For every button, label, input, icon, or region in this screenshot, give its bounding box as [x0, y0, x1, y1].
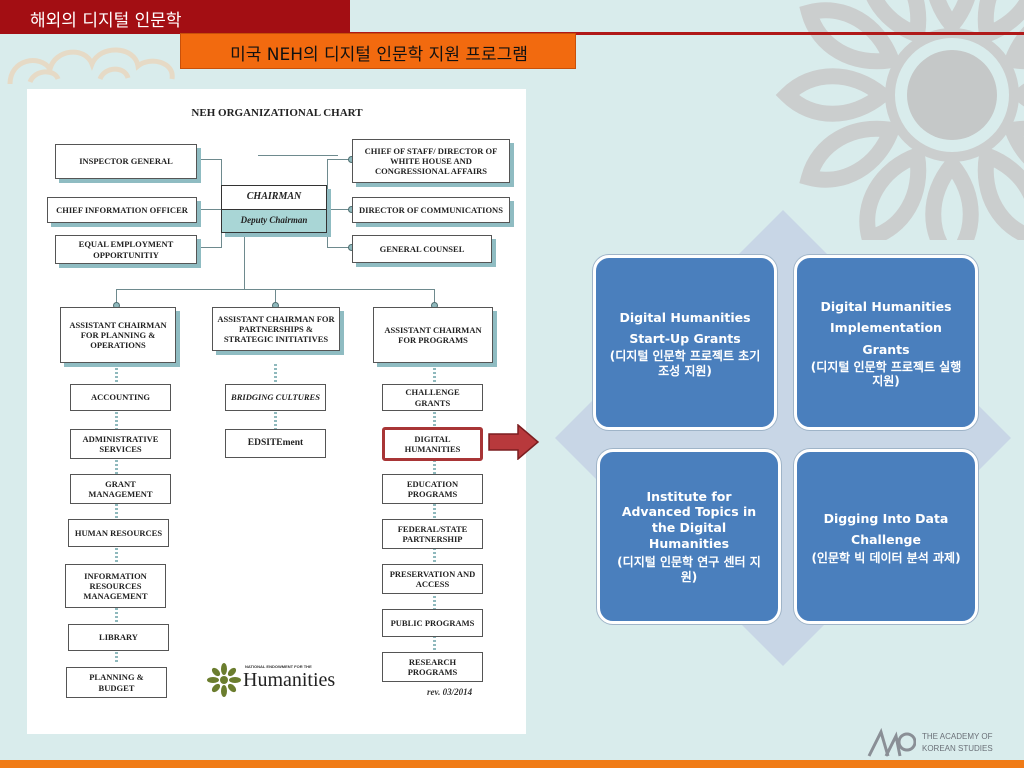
program-institute-title: Institute for Advanced Topics in the Dig…: [621, 488, 757, 551]
assistant-partnerships: ASSISTANT CHAIRMAN FOR PARTNERSHIPS & ST…: [212, 307, 340, 351]
unit-bridging-cultures: BRIDGING CULTURES: [225, 384, 326, 411]
section-header-bar: 해외의 디지털 인문학: [0, 0, 350, 34]
unit-administrative-services: ADMINISTRATIVE SERVICES: [70, 429, 171, 459]
unit-accounting: ACCOUNTING: [70, 384, 171, 411]
program-institute-korean: (디지털 인문학 연구 센터 지원): [617, 555, 761, 584]
program-implementation-title: Digital Humanities Implementation Grants: [820, 299, 952, 357]
office-chief-of-staff: CHIEF OF STAFF/ DIRECTOR OF WHITE HOUSE …: [352, 139, 510, 183]
neh-logo: NATIONAL ENDOWMENT FOR THE Humanities: [207, 661, 347, 701]
unit-grant-management: GRANT MANAGEMENT: [70, 474, 171, 504]
unit-human-resources: HUMAN RESOURCES: [68, 519, 169, 547]
bottom-bar: [0, 760, 1024, 768]
aks-logo: THE ACADEMY OF KOREAN STUDIES: [866, 728, 1016, 758]
unit-federal-state-partnership: FEDERAL/STATE PARTNERSHIP: [382, 519, 483, 549]
unit-library: LIBRARY: [68, 624, 169, 651]
office-general-counsel: GENERAL COUNSEL: [352, 235, 492, 263]
flower-ornament: [775, 0, 1024, 240]
unit-public-programs: PUBLIC PROGRAMS: [382, 609, 483, 637]
program-card-institute: Institute for Advanced Topics in the Dig…: [597, 449, 781, 624]
section-title: 해외의 디지털 인문학: [30, 11, 182, 31]
neh-leaf-icon: [207, 663, 241, 697]
org-chart-panel: NEH ORGANIZATIONAL CHART INSPECTOR GENER…: [27, 89, 526, 734]
assistant-planning-operations: ASSISTANT CHAIRMAN FOR PLANNING & OPERAT…: [60, 307, 176, 363]
unit-education-programs: EDUCATION PROGRAMS: [382, 474, 483, 504]
program-card-implementation: Digital Humanities Implementation Grants…: [794, 255, 978, 430]
unit-preservation-access: PRESERVATION AND ACCESS: [382, 564, 483, 594]
program-startup-korean: (디지털 인문학 프로젝트 초기 조성 지원): [609, 349, 761, 378]
program-startup-title: Digital Humanities Start-Up Grants: [619, 309, 751, 347]
unit-planning-budget: PLANNING & BUDGET: [66, 667, 167, 698]
right-arrow: [488, 424, 540, 460]
office-director-of-communications: DIRECTOR OF COMMUNICATIONS: [352, 197, 510, 223]
program-card-digging-data: Digging Into Data Challenge (인문학 빅 데이터 분…: [794, 449, 978, 624]
program-implementation-korean: (디지털 인문학 프로젝트 실행 지원): [810, 359, 962, 389]
unit-information-resources: INFORMATION RESOURCES MANAGEMENT: [65, 564, 166, 608]
aks-logo-line2: KOREAN STUDIES: [922, 744, 993, 753]
neh-logo-wordmark: Humanities: [243, 669, 336, 691]
chairman-box: CHAIRMAN Deputy Chairman: [221, 185, 327, 233]
unit-digital-humanities: DIGITAL HUMANITIES: [382, 427, 483, 461]
assistant-programs: ASSISTANT CHAIRMAN FOR PROGRAMS: [373, 307, 493, 363]
unit-edsitement: EDSITEment: [225, 429, 326, 458]
office-chief-information-officer: CHIEF INFORMATION OFFICER: [47, 197, 197, 223]
cloud-ornament: [7, 47, 175, 85]
org-chart-title: NEH ORGANIZATIONAL CHART: [191, 107, 363, 119]
slide-subtitle: 미국 NEH의 디지털 인문학 지원 프로그램: [230, 45, 528, 65]
program-digging-korean: (인문학 빅 데이터 분석 과제): [811, 550, 961, 565]
chairman-label: CHAIRMAN: [222, 186, 326, 210]
neh-logo-small-text: NATIONAL ENDOWMENT FOR THE: [245, 664, 312, 669]
header-rule: [350, 32, 1024, 35]
unit-research-programs: RESEARCH PROGRAMS: [382, 652, 483, 682]
office-inspector-general: INSPECTOR GENERAL: [55, 144, 197, 179]
aks-emblem-icon: [867, 728, 916, 757]
office-equal-employment: EQUAL EMPLOYMENT OPPORTUNITIY: [55, 235, 197, 264]
subtitle-box: 미국 NEH의 디지털 인문학 지원 프로그램: [180, 33, 576, 69]
unit-challenge-grants: CHALLENGE GRANTS: [382, 384, 483, 411]
program-card-startup: Digital Humanities Start-Up Grants (디지털 …: [593, 255, 777, 430]
aks-logo-line1: THE ACADEMY OF: [922, 732, 993, 741]
deputy-chairman-label: Deputy Chairman: [222, 209, 326, 232]
program-digging-title: Digging Into Data Challenge: [823, 511, 949, 548]
revision-note: rev. 03/2014: [427, 687, 473, 697]
